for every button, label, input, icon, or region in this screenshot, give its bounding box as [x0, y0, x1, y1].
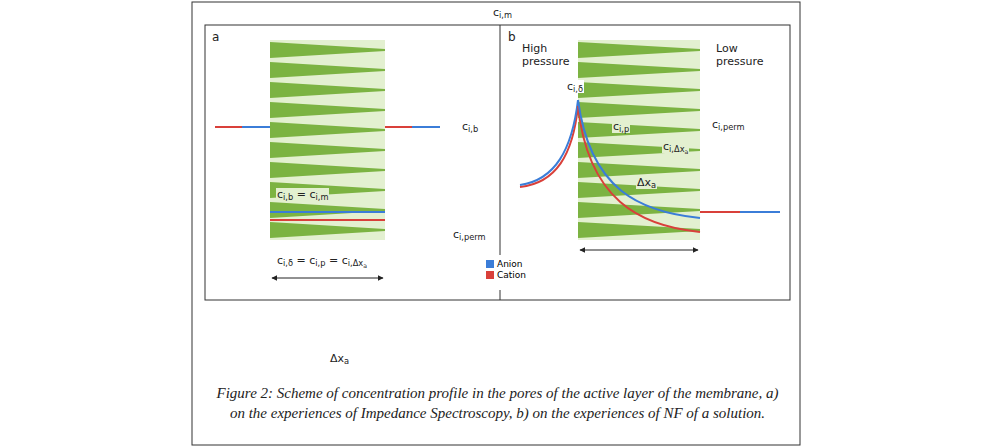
legend-swatch: [486, 271, 494, 279]
legend-row: Cation: [486, 270, 526, 281]
concentration-label: ci,Δxa: [662, 140, 689, 153]
concentration-label: High pressure: [522, 42, 574, 68]
concentration-label: Δxa: [636, 176, 657, 189]
panel-divider: [500, 290, 501, 300]
panel-divider: [500, 25, 501, 255]
concentration-label: ci,δ: [566, 80, 584, 93]
thickness-arrow: [272, 278, 383, 279]
panel-frame: [205, 25, 790, 300]
concentration-label: ci,m: [492, 6, 513, 19]
concentration-profiles: [215, 100, 780, 232]
concentration-label: ci,perm: [712, 118, 745, 131]
concentration-label: Low pressure: [716, 42, 772, 68]
legend-row: Anion: [486, 259, 526, 270]
membrane-b: [578, 40, 700, 240]
figure-frame: [192, 2, 800, 445]
legend-text: Anion: [497, 259, 523, 270]
concentration-label: ci,b: [462, 120, 478, 133]
legend-swatch: [486, 260, 494, 268]
panel-letter: a: [212, 30, 219, 44]
legend: AnionCation: [484, 258, 528, 282]
concentration-label: Δxa: [330, 352, 349, 365]
figure-caption: Figure 2: Scheme of concentration profil…: [215, 384, 780, 423]
thickness-arrow: [580, 250, 698, 251]
concentration-label: ci,δ = ci,p = ci,Δxa: [276, 254, 368, 267]
panel-letter: b: [508, 30, 516, 44]
legend-text: Cation: [497, 270, 526, 281]
concentration-label: ci,b = ci,m: [276, 188, 329, 201]
membrane-a: [270, 40, 385, 240]
concentration-label: ci,p: [612, 120, 630, 133]
concentration-label: ci,perm: [452, 228, 487, 241]
